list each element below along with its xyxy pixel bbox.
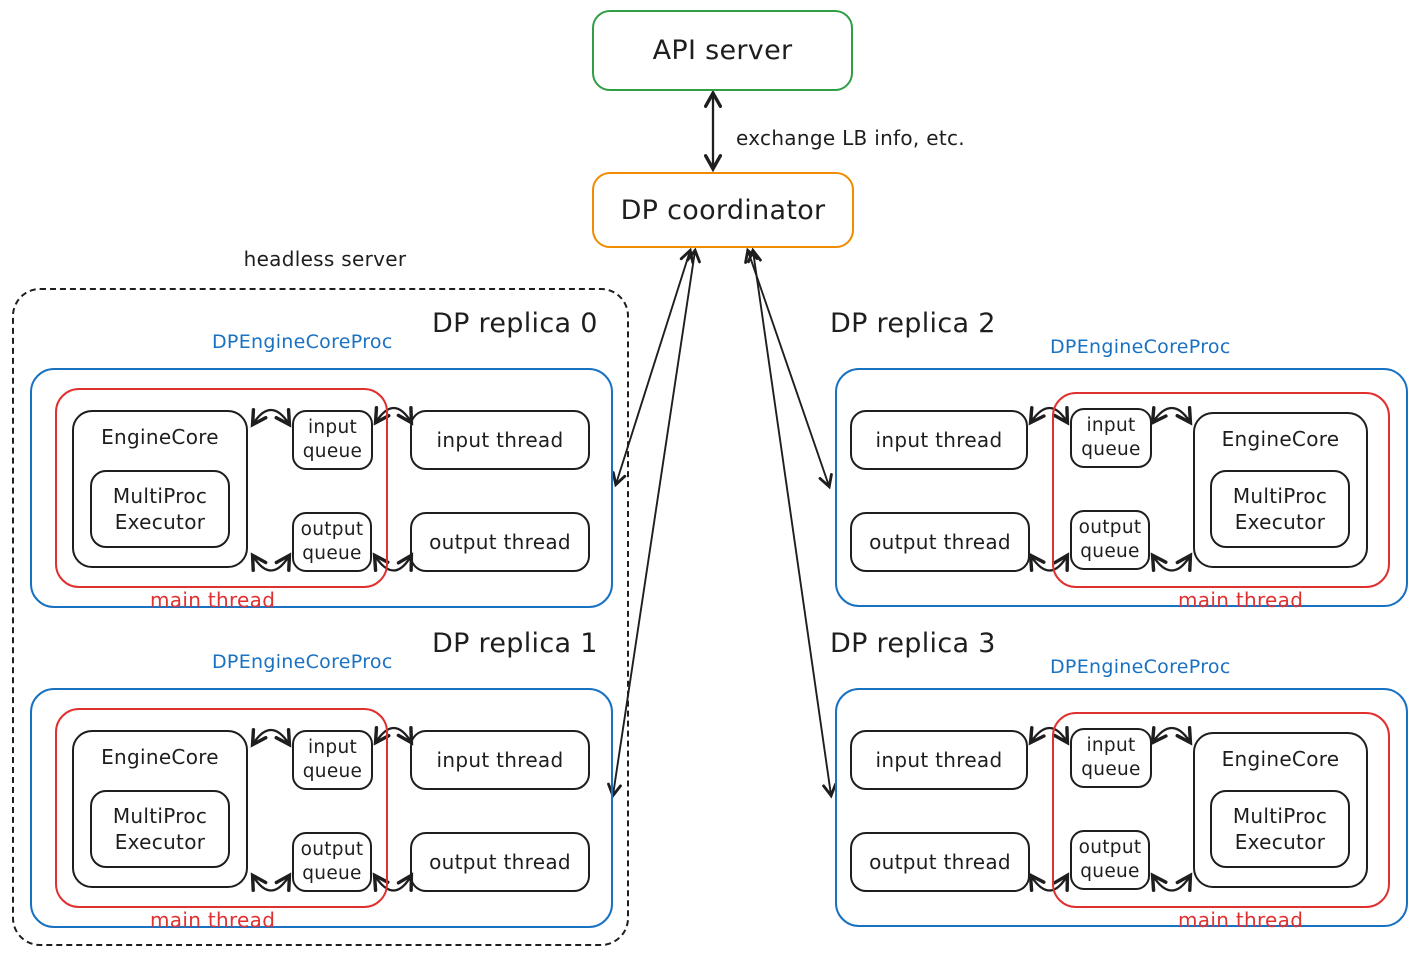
replica-title: DP replica 3 <box>830 628 996 659</box>
input-thread-box: input thread <box>850 730 1028 790</box>
multiproc-executor-box: MultiProc Executor <box>1210 470 1350 548</box>
output-queue-box: output queue <box>1070 830 1150 890</box>
output-queue-box: output queue <box>1070 510 1150 570</box>
main-thread-label: main thread <box>150 908 276 932</box>
exchange-info-label: exchange LB info, etc. <box>736 126 965 150</box>
coordinator-replica3-arrow <box>753 251 831 795</box>
engine-core-box: EngineCore <box>1193 732 1368 888</box>
input-queue-box: input queue <box>292 730 373 790</box>
replica-2: DP replica 2 DPEngineCoreProc input thre… <box>830 300 1420 612</box>
process-box <box>30 368 613 608</box>
multiproc-executor-label: MultiProc Executor <box>1232 804 1328 854</box>
main-thread-box <box>1052 392 1390 588</box>
output-queue-label: output queue <box>300 839 364 884</box>
input-queue-box: input queue <box>1070 728 1152 788</box>
input-thread-label: input thread <box>875 428 1003 452</box>
input-thread-label: input thread <box>436 428 564 452</box>
replica-3: DP replica 3 DPEngineCoreProc input thre… <box>830 620 1420 932</box>
output-thread-box: output thread <box>850 832 1030 892</box>
dpenginecoreproc-label: DPEngineCoreProc <box>1050 336 1231 358</box>
engine-core-label: EngineCore <box>1221 747 1340 771</box>
engine-core-label: EngineCore <box>101 745 219 769</box>
input-queue-label: input queue <box>1081 735 1141 780</box>
output-queue-label: output queue <box>300 519 364 564</box>
main-thread-box <box>55 708 388 908</box>
main-thread-label: main thread <box>1178 908 1304 932</box>
main-thread-box <box>1052 712 1390 908</box>
input-queue-label: input queue <box>302 737 363 782</box>
input-queue-box: input queue <box>292 410 373 470</box>
input-queue-label: input queue <box>302 417 363 462</box>
replica-0: DP replica 0 DPEngineCoreProc EngineCore… <box>30 300 615 612</box>
output-thread-label: output thread <box>869 850 1011 874</box>
output-thread-label: output thread <box>429 850 571 874</box>
output-queue-box: output queue <box>292 832 372 892</box>
engine-core-box: EngineCore <box>72 410 248 568</box>
dp-coordinator-box: DP coordinator <box>592 172 854 248</box>
process-box <box>835 368 1408 607</box>
process-box <box>835 688 1408 927</box>
output-queue-label: output queue <box>1078 517 1142 562</box>
process-box <box>30 688 613 928</box>
input-queue-label: input queue <box>1081 415 1141 460</box>
coordinator-replica2-arrow <box>748 251 829 486</box>
replica-title: DP replica 2 <box>830 308 996 339</box>
replica-title: DP replica 0 <box>432 308 598 339</box>
engine-core-box: EngineCore <box>1193 412 1368 568</box>
engine-core-label: EngineCore <box>1221 427 1340 451</box>
main-thread-label: main thread <box>1178 588 1304 612</box>
main-thread-box <box>55 388 388 588</box>
dp-coordinator-label: DP coordinator <box>620 194 826 226</box>
main-thread-label: main thread <box>150 588 276 612</box>
replica-title: DP replica 1 <box>432 628 598 659</box>
input-thread-box: input thread <box>850 410 1028 470</box>
input-thread-label: input thread <box>875 748 1003 772</box>
output-thread-label: output thread <box>429 530 571 554</box>
input-thread-box: input thread <box>410 410 590 470</box>
output-queue-label: output queue <box>1078 837 1142 882</box>
multiproc-executor-box: MultiProc Executor <box>1210 790 1350 868</box>
api-server-box: API server <box>592 10 853 91</box>
headless-server-label: headless server <box>243 247 407 271</box>
dpenginecoreproc-label: DPEngineCoreProc <box>212 651 393 673</box>
multiproc-executor-box: MultiProc Executor <box>90 790 230 868</box>
engine-core-box: EngineCore <box>72 730 248 888</box>
multiproc-executor-label: MultiProc Executor <box>112 484 208 534</box>
headless-server-box <box>12 288 629 946</box>
multiproc-executor-label: MultiProc Executor <box>112 804 208 854</box>
input-queue-box: input queue <box>1070 408 1152 468</box>
output-queue-box: output queue <box>292 512 372 572</box>
output-thread-box: output thread <box>410 512 590 572</box>
input-thread-box: input thread <box>410 730 590 790</box>
api-server-label: API server <box>652 35 793 66</box>
output-thread-box: output thread <box>850 512 1030 572</box>
multiproc-executor-label: MultiProc Executor <box>1232 484 1328 534</box>
output-thread-box: output thread <box>410 832 590 892</box>
dpenginecoreproc-label: DPEngineCoreProc <box>1050 656 1231 678</box>
replica-1: DP replica 1 DPEngineCoreProc EngineCore… <box>30 620 615 932</box>
engine-core-label: EngineCore <box>101 425 219 449</box>
input-thread-label: input thread <box>436 748 564 772</box>
output-thread-label: output thread <box>869 530 1011 554</box>
dpenginecoreproc-label: DPEngineCoreProc <box>212 331 393 353</box>
multiproc-executor-box: MultiProc Executor <box>90 470 230 548</box>
